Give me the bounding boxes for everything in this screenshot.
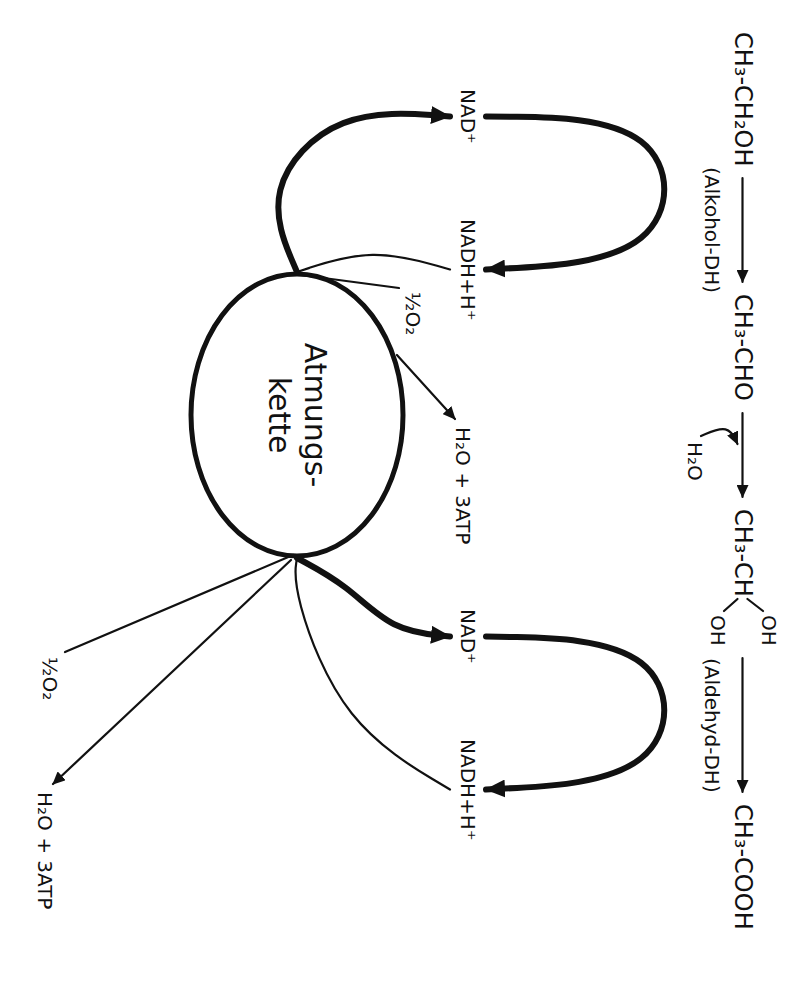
reaction-arrow xyxy=(295,558,450,790)
product-label: H₂O + 3ATP xyxy=(451,425,475,546)
compound-formula: CH₃-CHO xyxy=(726,290,759,405)
node-text: NADH+H⁺ xyxy=(456,219,480,320)
reaction-arrow xyxy=(741,413,743,497)
node-text: NADH+H⁺ xyxy=(456,739,480,840)
node-text: NAD⁺ xyxy=(456,609,480,664)
group-label: OH xyxy=(757,613,781,648)
group-label: OH xyxy=(706,613,730,648)
enzyme-label: (Alkohol-DH) xyxy=(700,165,724,295)
coenzyme-label: NADH+H⁺ xyxy=(454,735,482,844)
product-label: H₂O + 3ATP xyxy=(33,790,57,911)
compound-formula: CH₃-COOH xyxy=(726,800,759,934)
reaction-arrow xyxy=(741,658,743,792)
compound-formula: CH₃-CH₂OH xyxy=(726,28,759,170)
node-text: CH₃-CHO xyxy=(728,294,757,401)
reaction-arrow xyxy=(741,178,743,282)
respiratory-chain-ellipse: Atmungs- kette xyxy=(187,270,407,560)
bond-line xyxy=(724,599,738,611)
layout-lines xyxy=(53,275,763,784)
coenzyme-cycle-arrow xyxy=(297,558,450,637)
edge-layer xyxy=(278,114,742,792)
coenzyme-label: NAD⁺ xyxy=(454,85,482,148)
reactant-label: H₂O xyxy=(683,440,707,483)
node-text: CH₃-COOH xyxy=(728,804,757,930)
coenzyme-label: NADH+H⁺ xyxy=(454,215,482,324)
reactant-label: ½O₂ xyxy=(38,655,62,702)
compound-formula: CH₃-CH xyxy=(726,505,759,601)
atp-output-arrow xyxy=(397,355,455,419)
enzyme-label: (Aldehyd-DH) xyxy=(700,656,724,795)
coenzyme-cycle-arrow xyxy=(278,114,450,272)
atp-output-arrow xyxy=(53,560,291,784)
ellipse-outline xyxy=(191,274,403,556)
node-text: Atmungs- kette xyxy=(261,330,333,500)
reactant-label: ½O₂ xyxy=(401,290,425,337)
node-text: CH₃-CH xyxy=(728,509,757,597)
coenzyme-cycle-arrow xyxy=(486,637,664,790)
node-text: CH₃-CH₂OH xyxy=(728,32,757,166)
node-text: NAD⁺ xyxy=(456,89,480,144)
coenzyme-label: NAD⁺ xyxy=(454,605,482,668)
oxygen-input-line xyxy=(65,555,293,652)
reaction-arrow xyxy=(297,255,450,272)
bond-line xyxy=(748,599,764,611)
coenzyme-cycle-arrow xyxy=(486,117,664,270)
